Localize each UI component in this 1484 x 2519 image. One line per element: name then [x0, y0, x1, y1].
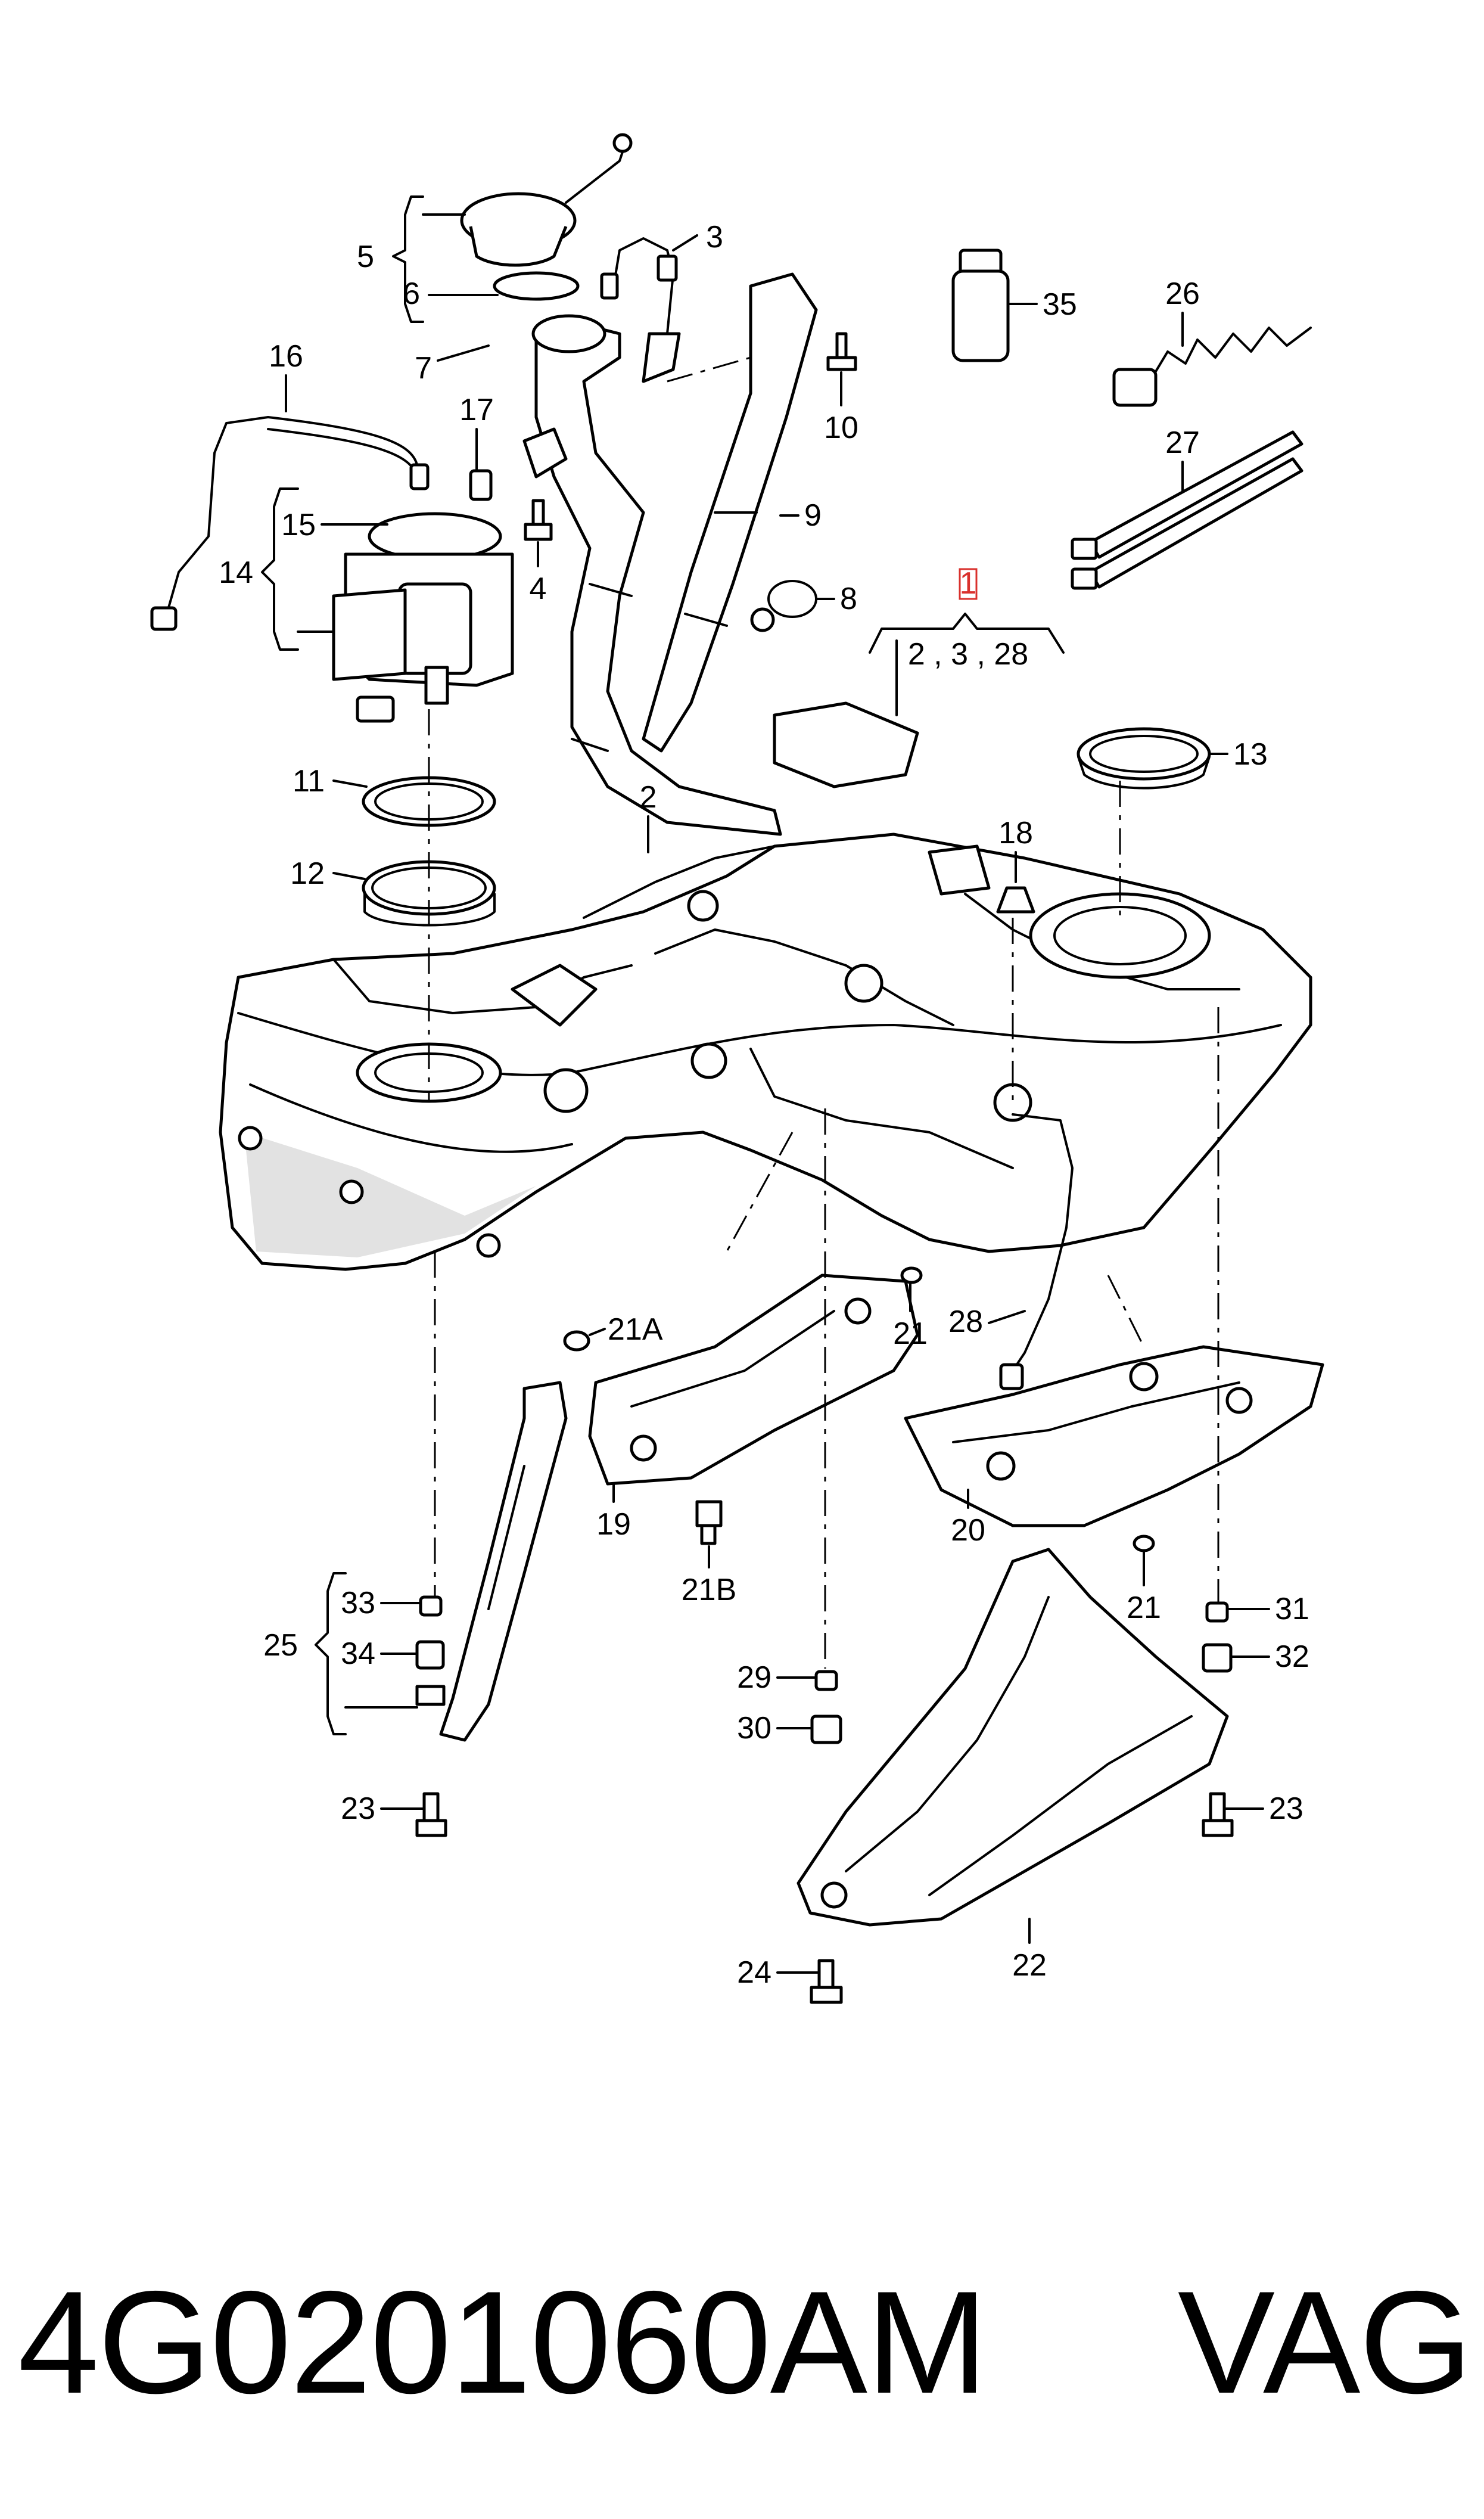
label-12[interactable]: 12: [290, 856, 325, 891]
seal-ring-13: [1077, 727, 1211, 790]
rubber-plug: [996, 886, 1035, 914]
fuel-tank-parts-diagram: 1 2 , 3 , 28 2 3 4 5 6 7 8 9 10 11 12 13…: [150, 133, 1324, 2004]
fuel-cap: [460, 133, 633, 301]
label-17[interactable]: 17: [459, 393, 494, 427]
caption-bar: 4G0201060AM VAG: [18, 2253, 1473, 2431]
label-2[interactable]: 2: [640, 780, 657, 815]
label-16[interactable]: 16: [269, 339, 303, 374]
label-10[interactable]: 10: [824, 411, 858, 445]
label-21B[interactable]: 21B: [682, 1573, 737, 1607]
label-25[interactable]: 25: [263, 1628, 298, 1663]
sensor-wire: [600, 237, 681, 383]
fuel-pump-unit: [332, 512, 514, 723]
label-3[interactable]: 3: [706, 220, 723, 254]
label-21A[interactable]: 21A: [608, 1312, 663, 1347]
bracket: [642, 272, 818, 753]
center-lines: [428, 356, 1219, 1669]
connector-17: [469, 469, 493, 501]
label-18[interactable]: 18: [998, 816, 1033, 850]
label-31[interactable]: 31: [1275, 1592, 1309, 1626]
fuel-tank: [219, 701, 1312, 1271]
label-4[interactable]: 4: [530, 571, 547, 606]
screws-top: [522, 332, 857, 541]
label-28[interactable]: 28: [948, 1304, 983, 1339]
label-33[interactable]: 33: [341, 1586, 375, 1620]
label-7[interactable]: 7: [415, 351, 432, 386]
label-21-right[interactable]: 21: [1127, 1591, 1161, 1625]
part-labels: 1 2 , 3 , 28 2 3 4 5 6 7 8 9 10 11 12 13…: [219, 220, 1309, 1990]
label-30[interactable]: 30: [737, 1711, 771, 1745]
label-27[interactable]: 27: [1165, 425, 1200, 460]
label-21-center[interactable]: 21: [893, 1316, 928, 1351]
label-23-right[interactable]: 23: [1269, 1791, 1303, 1826]
hose-clamp: [750, 580, 817, 632]
label-19[interactable]: 19: [596, 1507, 631, 1542]
label-15[interactable]: 15: [281, 508, 316, 542]
heat-shield-22: [797, 1548, 1229, 1927]
additive-bottle: [951, 249, 1010, 362]
cable-clip: [1112, 327, 1312, 407]
label-24[interactable]: 24: [737, 1955, 771, 1990]
leader-lines: [261, 195, 1270, 1974]
label-23-left[interactable]: 23: [341, 1791, 375, 1826]
label-26[interactable]: 26: [1165, 277, 1200, 311]
label-9[interactable]: 9: [804, 498, 822, 533]
heat-shield-19: [588, 1274, 919, 1486]
brand: VAG: [1177, 2260, 1473, 2424]
cable-ties: [1071, 430, 1303, 590]
label-1-group: 2 , 3 , 28: [908, 637, 1028, 672]
label-20[interactable]: 20: [951, 1513, 985, 1548]
label-34[interactable]: 34: [341, 1636, 375, 1671]
fuel-line: [150, 416, 430, 631]
label-1[interactable]: 1: [960, 566, 977, 601]
label-6[interactable]: 6: [403, 277, 420, 311]
part-1-highlight: [959, 568, 978, 600]
label-22[interactable]: 22: [1012, 1948, 1047, 1983]
label-11[interactable]: 11: [293, 764, 325, 799]
fasteners: [415, 1266, 1234, 2004]
label-13[interactable]: 13: [1233, 737, 1268, 772]
tank-strap: [439, 1381, 568, 1742]
vent-line-28: [999, 1113, 1074, 1390]
filler-neck: [531, 314, 782, 836]
label-14[interactable]: 14: [219, 555, 253, 590]
label-8[interactable]: 8: [840, 582, 857, 616]
label-32[interactable]: 32: [1275, 1639, 1309, 1674]
label-5[interactable]: 5: [357, 240, 374, 274]
label-35[interactable]: 35: [1043, 287, 1077, 322]
part-number: 4G0201060AM: [18, 2260, 988, 2424]
label-29[interactable]: 29: [737, 1660, 771, 1695]
